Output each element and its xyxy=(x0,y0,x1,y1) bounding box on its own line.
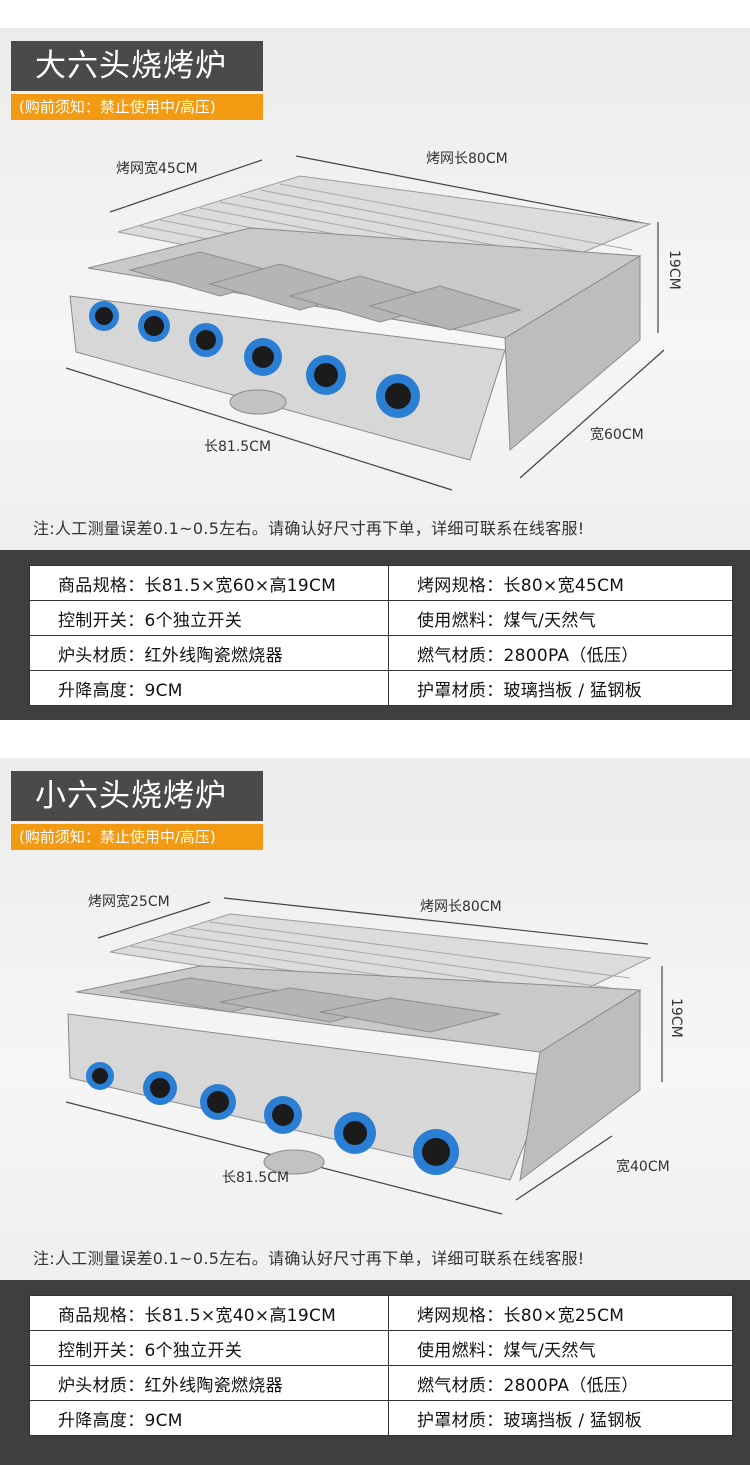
spec-cell: 商品规格：长81.5×宽40×高19CM xyxy=(29,1295,389,1331)
product-title: 小六头烧烤炉 xyxy=(11,771,263,821)
spec-cell: 护罩材质：玻璃挡板 / 猛钢板 xyxy=(388,670,733,706)
table-row: 升降高度：9CM 护罩材质：玻璃挡板 / 猛钢板 xyxy=(29,1400,733,1436)
spec-cell: 控制开关：6个独立开关 xyxy=(29,1330,389,1366)
dim-grill-width: 烤网宽45CM xyxy=(116,161,198,177)
spec-cell: 燃气材质：2800PA（低压） xyxy=(388,635,733,671)
spec-cell: 炉头材质：红外线陶瓷燃烧器 xyxy=(29,1365,389,1401)
dim-length: 长81.5CM xyxy=(222,1170,290,1186)
spec-cell: 烤网规格：长80×宽25CM xyxy=(388,1295,733,1331)
spec-cell: 燃气材质：2800PA（低压） xyxy=(388,1365,733,1401)
spec-cell: 护罩材质：玻璃挡板 / 猛钢板 xyxy=(388,1400,733,1436)
spec-cell: 使用燃料：煤气/天然气 xyxy=(388,600,733,636)
measurement-note: 注:人工测量误差0.1~0.5左右。请确认好尺寸再下单，详细可联系在线客服! xyxy=(33,1249,585,1268)
dim-grill-length: 烤网长80CM xyxy=(426,151,508,167)
spec-cell: 控制开关：6个独立开关 xyxy=(29,600,389,636)
dim-grill-length: 烤网长80CM xyxy=(420,899,502,915)
table-row: 控制开关：6个独立开关 使用燃料：煤气/天然气 xyxy=(29,600,733,636)
table-row: 商品规格：长81.5×宽60×高19CM 烤网规格：长80×宽45CM xyxy=(29,565,733,601)
dim-width: 宽60CM xyxy=(590,427,644,443)
product-section-large: 大六头烧烤炉 (购前须知：禁止使用中/高压) 烤网宽45CM 烤网长80CM 1… xyxy=(0,0,750,730)
spec-table: 商品规格：长81.5×宽40×高19CM 烤网规格：长80×宽25CM 控制开关… xyxy=(29,1295,733,1436)
product-section-small: 小六头烧烤炉 (购前须知：禁止使用中/高压) 烤网宽25CM 烤网长80CM 1… xyxy=(0,730,750,1465)
purchase-notice: (购前须知：禁止使用中/高压) xyxy=(11,824,263,850)
product-title: 大六头烧烤炉 xyxy=(11,41,263,91)
table-row: 商品规格：长81.5×宽40×高19CM 烤网规格：长80×宽25CM xyxy=(29,1295,733,1331)
spec-table: 商品规格：长81.5×宽60×高19CM 烤网规格：长80×宽45CM 控制开关… xyxy=(29,565,733,706)
measurement-note: 注:人工测量误差0.1~0.5左右。请确认好尺寸再下单，详细可联系在线客服! xyxy=(33,519,585,538)
spec-cell: 升降高度：9CM xyxy=(29,1400,389,1436)
spec-cell: 炉头材质：红外线陶瓷燃烧器 xyxy=(29,635,389,671)
spec-band: 商品规格：长81.5×宽60×高19CM 烤网规格：长80×宽45CM 控制开关… xyxy=(0,550,750,720)
dim-height: 19CM xyxy=(666,250,682,290)
grill-illustration xyxy=(65,155,665,491)
grill-illustration xyxy=(65,897,663,1215)
table-row: 控制开关：6个独立开关 使用燃料：煤气/天然气 xyxy=(29,1330,733,1366)
spec-cell: 升降高度：9CM xyxy=(29,670,389,706)
spec-cell: 烤网规格：长80×宽45CM xyxy=(388,565,733,601)
spec-cell: 商品规格：长81.5×宽60×高19CM xyxy=(29,565,389,601)
dim-grill-width: 烤网宽25CM xyxy=(88,894,170,910)
dim-width: 宽40CM xyxy=(616,1159,670,1175)
dim-length: 长81.5CM xyxy=(204,439,272,455)
spec-band: 商品规格：长81.5×宽40×高19CM 烤网规格：长80×宽25CM 控制开关… xyxy=(0,1280,750,1465)
table-row: 炉头材质：红外线陶瓷燃烧器 燃气材质：2800PA（低压） xyxy=(29,1365,733,1401)
purchase-notice: (购前须知：禁止使用中/高压) xyxy=(11,94,263,120)
spec-cell: 使用燃料：煤气/天然气 xyxy=(388,1330,733,1366)
table-row: 炉头材质：红外线陶瓷燃烧器 燃气材质：2800PA（低压） xyxy=(29,635,733,671)
table-row: 升降高度：9CM 护罩材质：玻璃挡板 / 猛钢板 xyxy=(29,670,733,706)
dim-height: 19CM xyxy=(668,998,684,1038)
